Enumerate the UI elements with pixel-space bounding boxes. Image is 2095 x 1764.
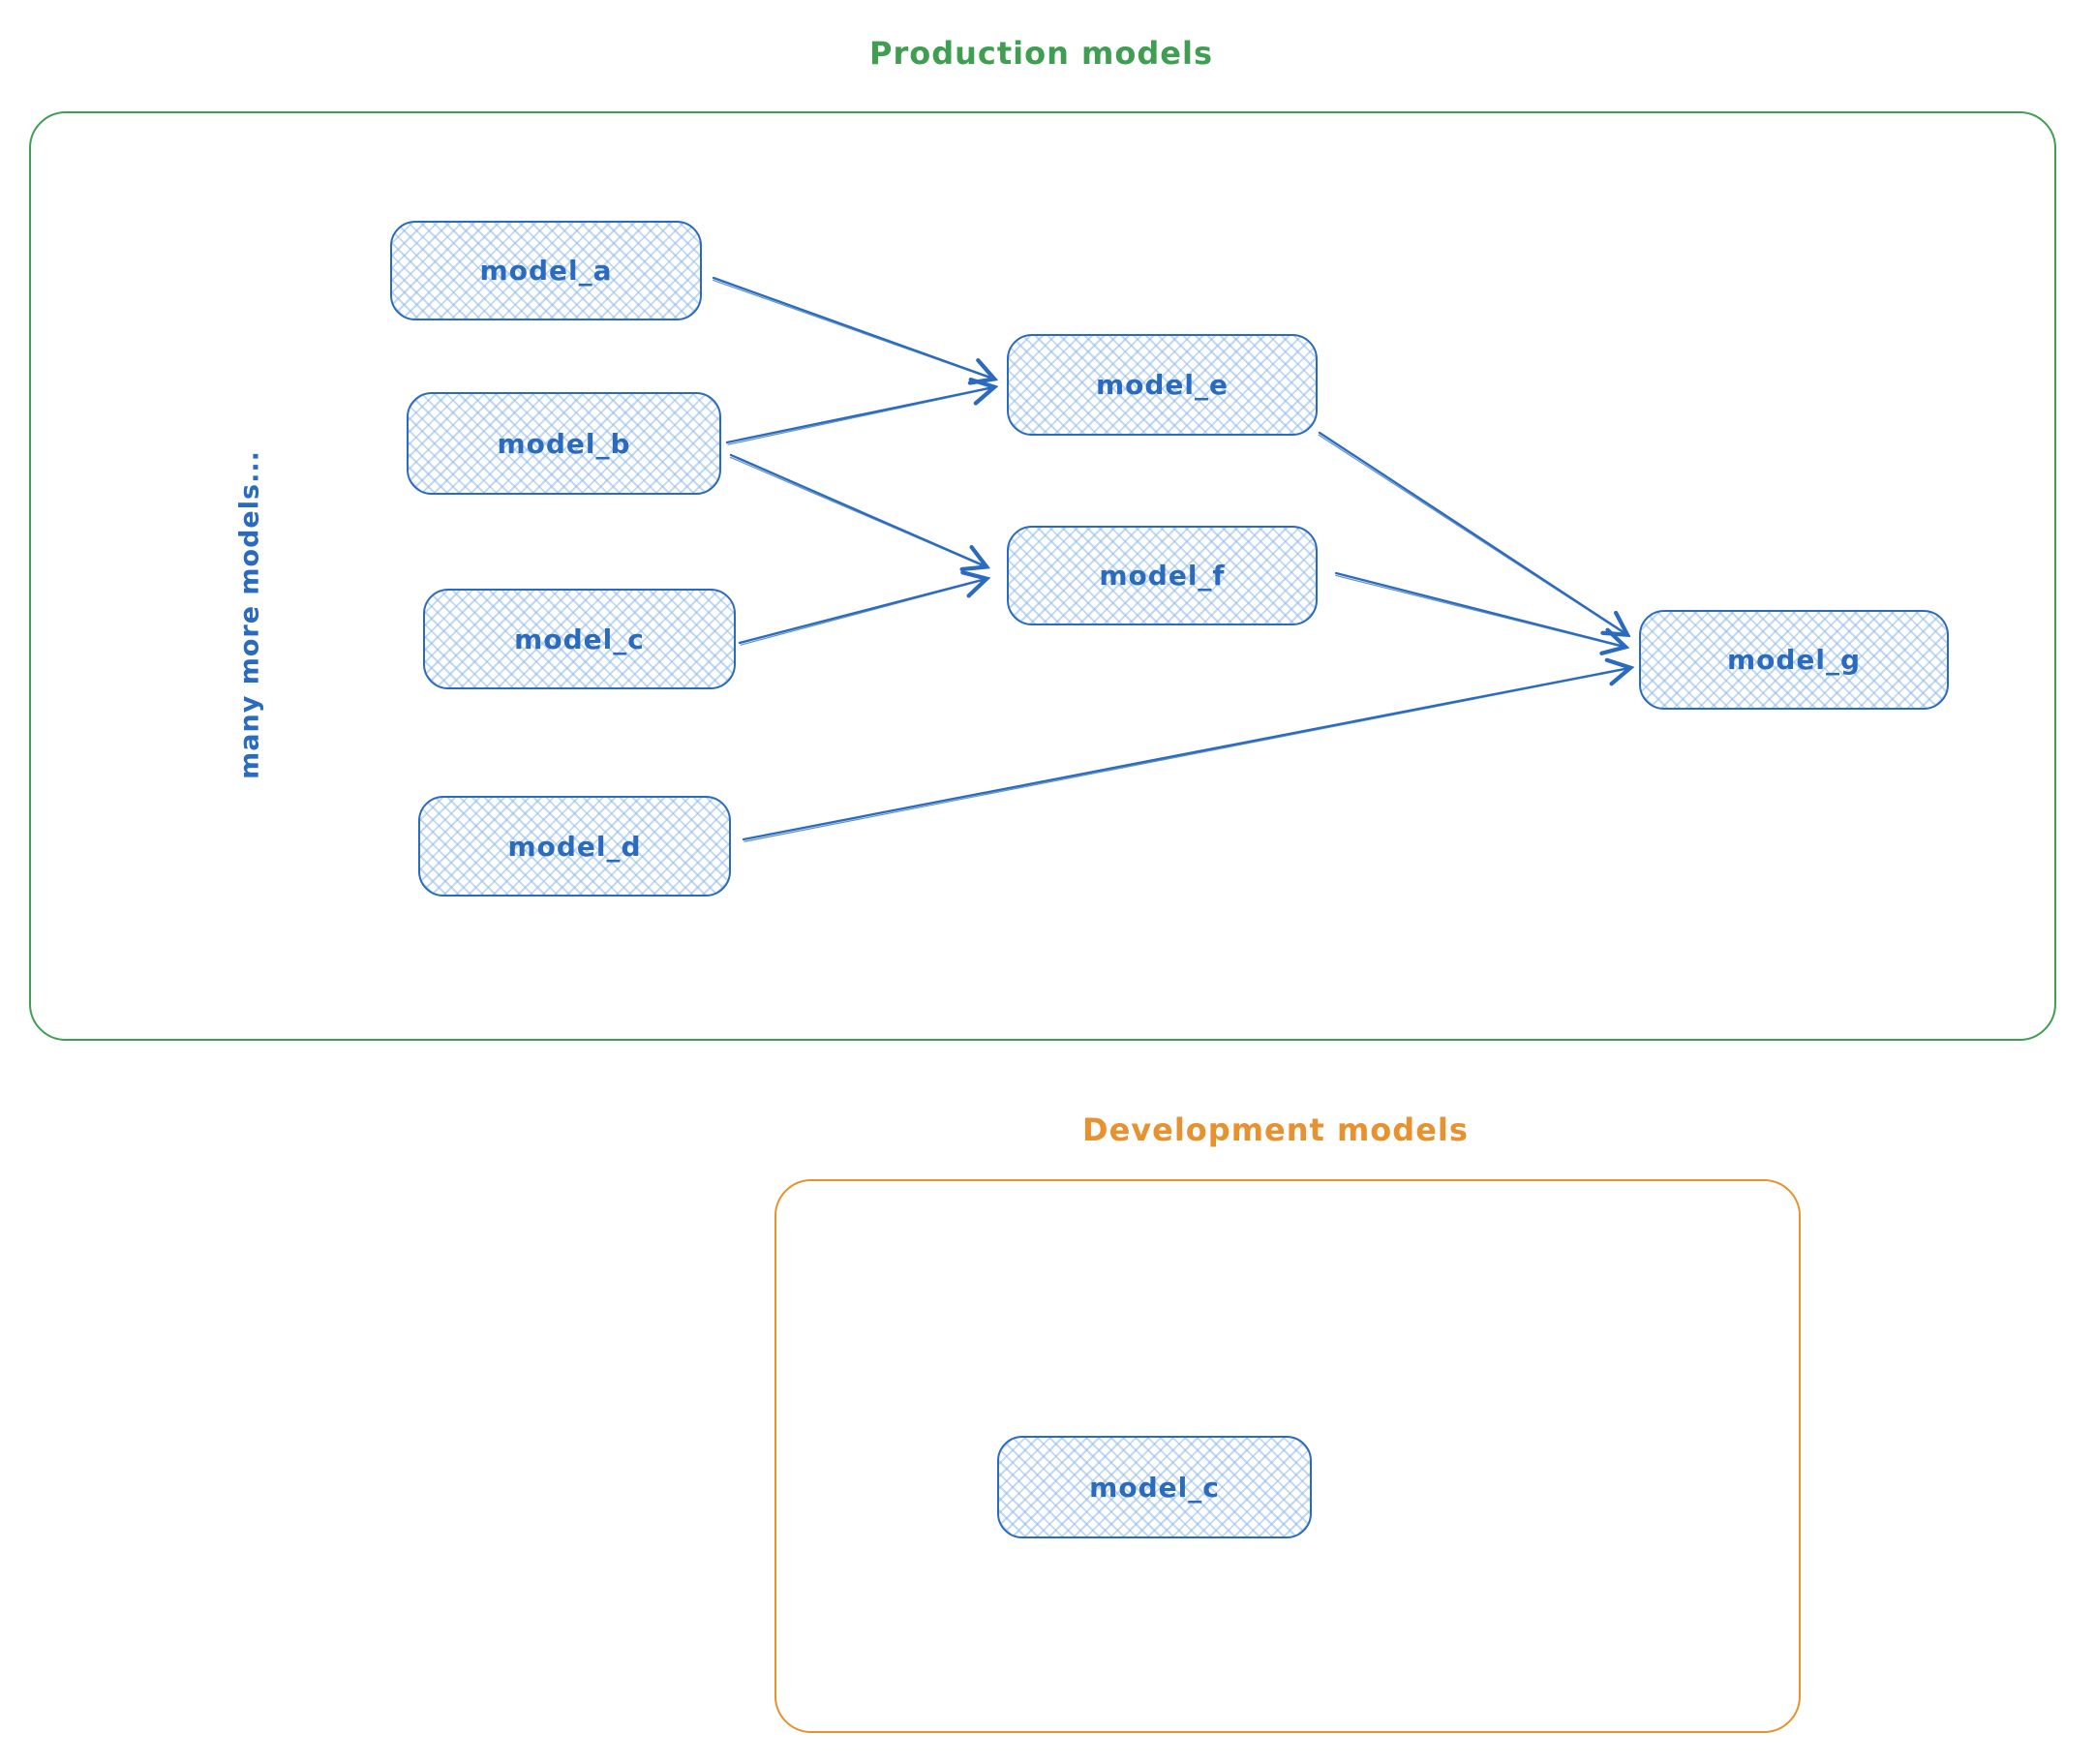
production-group-box — [29, 111, 2056, 1041]
production-title: Production models — [869, 35, 1213, 72]
node-model_e: model_e — [1007, 334, 1318, 436]
node-model_f: model_f — [1007, 526, 1318, 625]
node-model_g: model_g — [1639, 610, 1949, 710]
development-group-box — [774, 1179, 1801, 1733]
node-model_b: model_b — [407, 392, 721, 495]
node-model_c: model_c — [423, 589, 736, 689]
node-model_d: model_d — [418, 796, 731, 897]
many-more-models-label: many more models... — [234, 450, 265, 779]
node-model_c_dev: model_c — [997, 1436, 1312, 1538]
node-model_a: model_a — [390, 221, 702, 320]
development-title: Development models — [1082, 1111, 1469, 1148]
